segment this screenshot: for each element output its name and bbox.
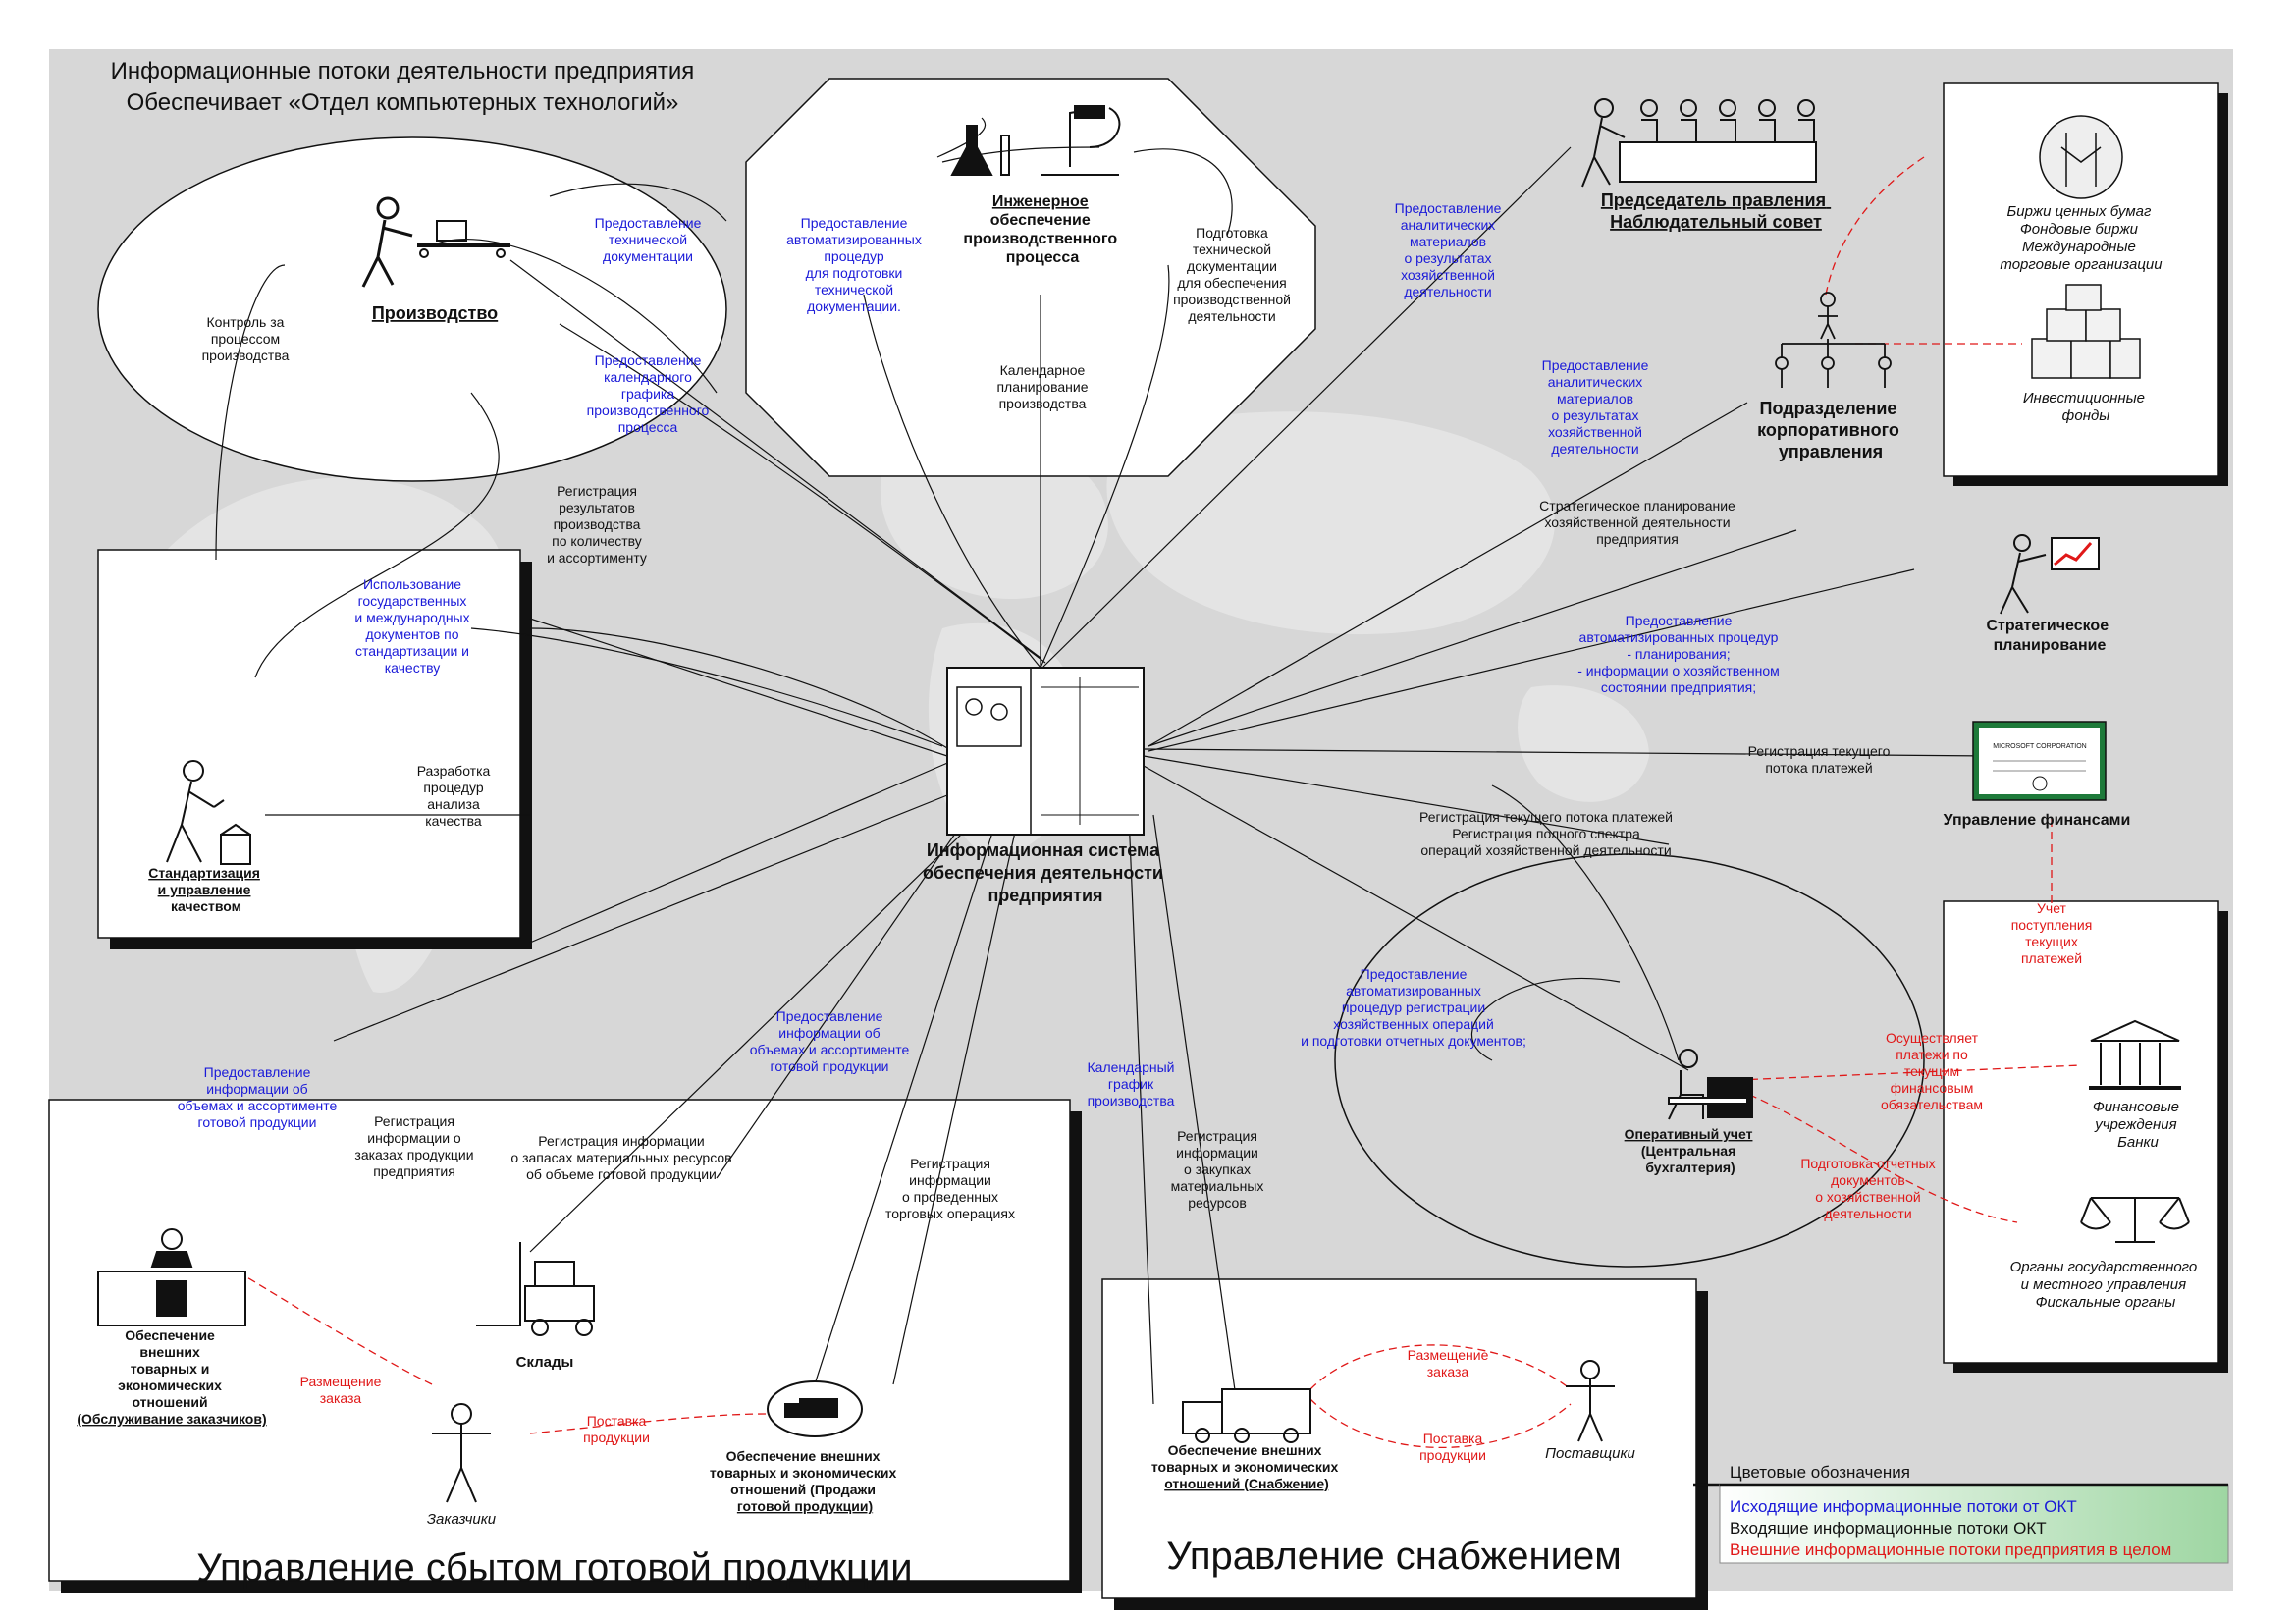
state-bodies-label: Органы государственного и местного управ… [2010, 1259, 2202, 1311]
cubes-icon [2031, 284, 2141, 379]
sales-support-label: Обеспечение внешних товарных и экономиче… [710, 1448, 900, 1514]
standards-box [97, 549, 521, 939]
production-worker-icon [361, 196, 510, 288]
accounting-label: Оперативный учет (Центральная бухгалтери… [1625, 1126, 1757, 1175]
information-system-icon [946, 667, 1145, 836]
engineering-label: Инженерное обеспечение производственного… [963, 193, 1121, 266]
banks-label: Финансовые учреждения Банки [2093, 1099, 2183, 1151]
customer-service-desk-icon [97, 1228, 246, 1326]
engineering-octagon [745, 78, 1316, 477]
corporate-structure-icon [1775, 292, 1892, 388]
customers-label: Заказчики [427, 1511, 497, 1528]
customer-figure-icon [432, 1403, 491, 1503]
legend-incoming: Входящие информационные потоки ОКТ [1730, 1519, 2047, 1538]
investment-funds-label: Инвестиционные фонды [2023, 390, 2149, 424]
chairman-label: Председатель правления Наблюдательный со… [1601, 190, 1831, 232]
supply-support-label: Обеспечение внешних товарных и экономиче… [1151, 1442, 1342, 1491]
production-label: Производство [372, 303, 498, 323]
svg-text:MICROSOFT CORPORATION: MICROSOFT CORPORATION [1993, 743, 2086, 750]
finance-label: Управление финансами [1944, 812, 2131, 829]
legend-outgoing: Исходящие информационные потоки от ОКТ [1730, 1497, 2077, 1516]
sales-section-title: Управление сбытом готовой продукции [196, 1546, 912, 1590]
scales-icon [2080, 1197, 2190, 1243]
quality-inspector-icon [166, 760, 251, 865]
external-box-bottom [1943, 900, 2219, 1364]
external-connectors [244, 156, 2082, 1449]
forklift-icon [476, 1242, 595, 1336]
flask-microscope-icon [950, 105, 1121, 176]
production-ellipse [97, 136, 727, 482]
strategy-presenter-icon [2000, 534, 2100, 615]
supply-box [1101, 1278, 1697, 1599]
accounting-ellipse [1334, 853, 1925, 1268]
customer-service-label: Обеспечение внешних товарных и экономиче… [77, 1327, 266, 1427]
stock-exchanges-label: Биржи ценных бумаг Фондовые биржи Междун… [2000, 203, 2163, 273]
globe-handshake-icon [2039, 115, 2123, 199]
certificate-icon: MICROSOFT CORPORATION [1972, 721, 2107, 801]
corporate-label: Подразделение корпоративного управления [1757, 399, 1904, 461]
bank-building-icon [2089, 1019, 2181, 1090]
sales-box [48, 1099, 1071, 1582]
suppliers-label: Поставщики [1545, 1445, 1635, 1462]
legend-title: Цветовые обозначения [1730, 1463, 1910, 1482]
legend-box [1719, 1484, 2229, 1564]
legend-external: Внешние информационные потоки предприяти… [1730, 1541, 2171, 1559]
supplier-figure-icon [1566, 1360, 1615, 1442]
accountant-icon [1668, 1049, 1753, 1120]
warehouses-label: Склады [516, 1354, 574, 1371]
strategic-label: Стратегическое планирование [1986, 618, 2112, 654]
center-label: Информационная система обеспечения деяте… [923, 840, 1168, 905]
standards-label: Стандартизация и управление качеством [148, 865, 264, 914]
supply-truck-icon [1182, 1388, 1311, 1443]
board-meeting-icon [1581, 98, 1817, 188]
page-title-line1: Информационные потоки деятельности предп… [111, 58, 695, 84]
supply-section-title: Управление снабжением [1166, 1535, 1621, 1578]
sales-truck-icon [767, 1380, 863, 1437]
incoming-connectors [215, 117, 1994, 1405]
page-title-line2: Обеспечивает «Отдел компьютерных техноло… [127, 89, 679, 116]
